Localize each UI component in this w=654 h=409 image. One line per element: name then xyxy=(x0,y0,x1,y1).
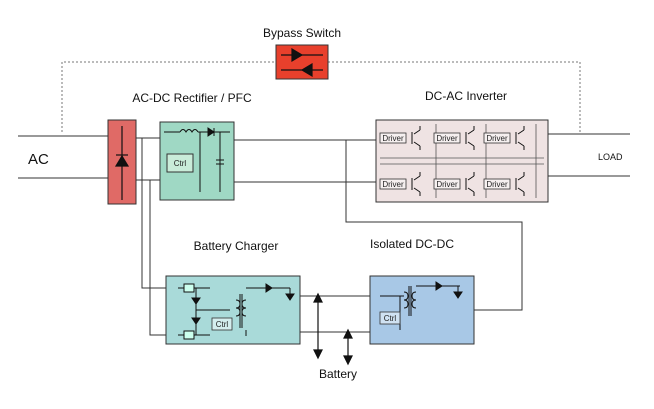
driver-label-5: Driver xyxy=(436,180,458,189)
load-lines xyxy=(548,133,630,177)
pfc-ctrl-label: Ctrl xyxy=(174,159,187,168)
battery-label: Battery xyxy=(319,367,357,381)
charger-block xyxy=(165,275,301,345)
driver-label-3: Driver xyxy=(486,134,508,143)
ac-lines xyxy=(18,135,160,181)
rectifier-block xyxy=(107,119,137,205)
isolated-dcdc-block xyxy=(369,275,475,345)
pfc-block xyxy=(159,121,235,201)
driver-label-2: Driver xyxy=(436,134,458,143)
driver-label-1: Driver xyxy=(382,134,404,143)
rectifier-label: AC-DC Rectifier / PFC xyxy=(132,91,252,105)
dc-bus xyxy=(141,138,523,336)
ac-label: AC xyxy=(28,151,49,168)
load-label: LOAD xyxy=(598,152,623,162)
charger-ctrl-label: Ctrl xyxy=(216,320,229,329)
dcdc-ctrl-label: Ctrl xyxy=(384,314,397,323)
charger-label: Battery Charger xyxy=(194,239,279,253)
inverter-label: DC-AC Inverter xyxy=(425,89,507,103)
driver-label-4: Driver xyxy=(382,180,404,189)
isolated-label: Isolated DC-DC xyxy=(370,237,454,251)
driver-boxes xyxy=(379,132,511,190)
inverter-block xyxy=(375,119,549,203)
bypass-label: Bypass Switch xyxy=(263,26,341,40)
battery-arrows xyxy=(313,292,353,366)
driver-label-6: Driver xyxy=(486,180,508,189)
bypass-switch xyxy=(275,44,329,80)
bypass-path xyxy=(61,61,581,132)
